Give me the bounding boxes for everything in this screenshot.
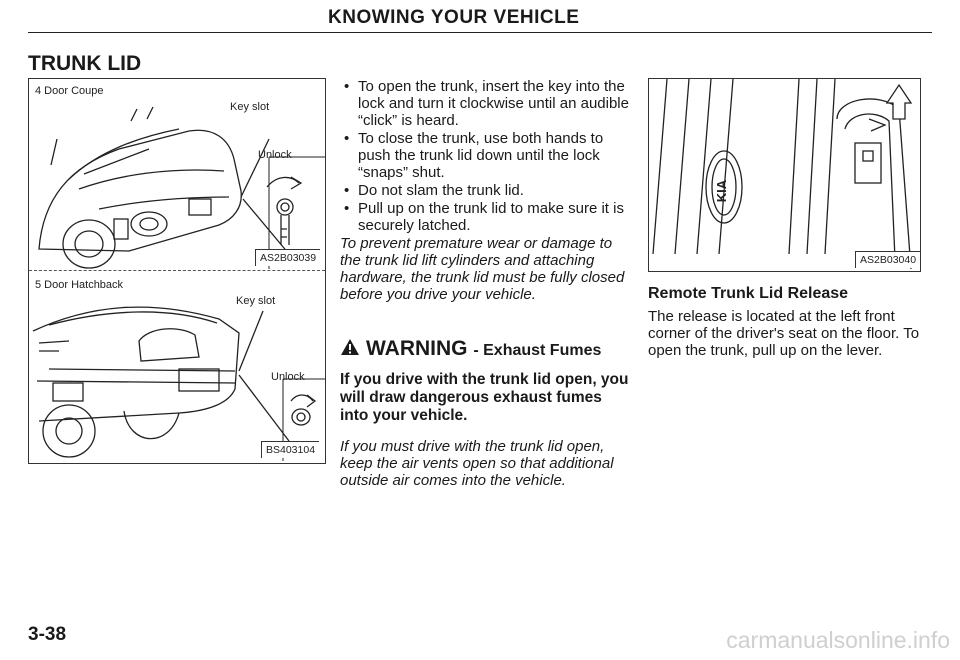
figure-code-remote: AS2B03040	[855, 251, 921, 268]
remote-release-title: Remote Trunk Lid Release	[648, 285, 849, 302]
caution-note: To prevent premature wear or damage to t…	[340, 235, 625, 303]
key-slot-label-coupe: Key slot	[230, 101, 270, 113]
instruction-item: •To close the trunk, use both hands to p…	[344, 130, 604, 181]
unlock-label-coupe: Unlock	[258, 149, 292, 161]
figure-caption-coupe: 4 Door Coupe	[35, 85, 104, 97]
section-title: TRUNK LID	[28, 52, 142, 75]
instruction-item: •Pull up on the trunk lid to make sure i…	[344, 200, 624, 234]
warning-triangle-icon	[341, 339, 359, 355]
trunk-instruction-list: •To open the trunk, insert the key into …	[340, 78, 630, 234]
coupe-trunk-illustration	[38, 106, 325, 269]
key-slot-label-hatchback: Key slot	[236, 295, 276, 307]
kia-emblem-text: KIA	[714, 179, 729, 202]
figure-code-hatchback: BS403104	[261, 441, 320, 458]
watermark-text: carmanualsonline.info	[726, 627, 950, 653]
remote-release-figure: KIA AS2B03040	[648, 78, 921, 272]
warning-advice: If you must drive with the trunk lid ope…	[340, 438, 614, 489]
figure-divider	[29, 270, 325, 271]
warning-subtitle: - Exhaust Fumes	[473, 342, 602, 359]
warning-body: If you drive with the trunk lid open, yo…	[340, 371, 629, 424]
page-header: KNOWING YOUR VEHICLE	[28, 4, 932, 33]
remote-release-body: The release is located at the left front…	[648, 308, 920, 359]
figure-caption-hatchback: 5 Door Hatchback	[35, 279, 124, 291]
instructions-column: •To open the trunk, insert the key into …	[340, 78, 630, 489]
warning-heading: WARNING - Exhaust Fumes	[340, 337, 630, 361]
figure-code-coupe: AS2B03039	[255, 249, 321, 266]
trunk-key-figure: 4 Door Coupe Key slot Unlock A	[28, 78, 326, 464]
instruction-item: •To open the trunk, insert the key into …	[344, 78, 629, 129]
instruction-item: •Do not slam the trunk lid.	[344, 182, 524, 199]
page-number: 3-38	[28, 624, 67, 645]
running-title: KNOWING YOUR VEHICLE	[328, 7, 580, 28]
unlock-label-hatchback: Unlock	[271, 371, 305, 383]
release-lever-illustration: KIA	[652, 79, 913, 270]
hatchback-trunk-illustration	[32, 306, 325, 461]
warning-label: WARNING	[366, 337, 468, 360]
